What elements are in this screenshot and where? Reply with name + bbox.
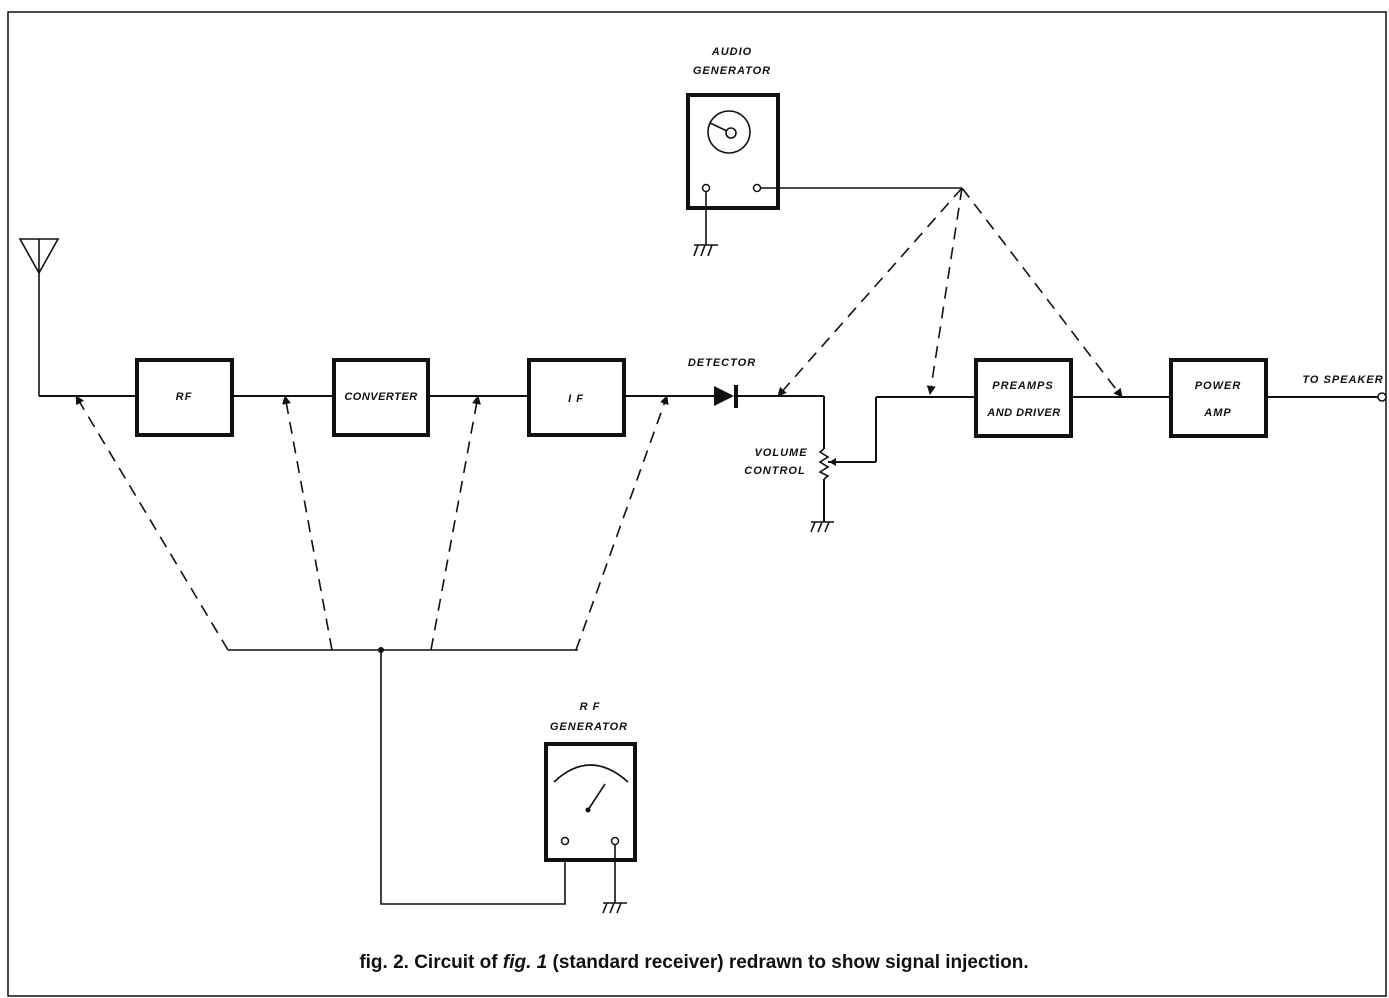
audio-generator-label-line2: GENERATOR (693, 65, 771, 77)
rf-generator-label-line1: R F (580, 701, 601, 713)
volume-control-potentiometer-icon (818, 448, 842, 480)
figure-caption: fig. 2. Circuit of fig. 1 (standard rece… (359, 952, 1028, 973)
preamps-driver-block (974, 358, 1073, 438)
audio-injection-probe (961, 187, 1123, 398)
rf-block (135, 358, 234, 437)
caption-suffix: (standard receiver) redrawn to show sign… (547, 952, 1028, 973)
rf-injection-probe (282, 395, 333, 651)
rf-generator-feed-line (380, 650, 566, 905)
preamps-label-line2: AND DRIVER (986, 407, 1060, 419)
ground-icon (810, 521, 834, 533)
audio-generator-label-line1: AUDIO (711, 46, 752, 58)
preamps-label-line1: PREAMPS (992, 380, 1053, 392)
detector-diode-icon (714, 385, 738, 408)
audio-generator (686, 93, 780, 245)
ground-icon (693, 244, 718, 257)
power-amp-block (1169, 358, 1268, 438)
if-block (527, 358, 626, 437)
ground-icon (602, 902, 627, 914)
audio-injection-probe (777, 187, 963, 397)
rf-generator (544, 742, 637, 903)
speaker-terminal-icon (1377, 392, 1387, 402)
rf-injection-probe (430, 395, 481, 651)
volume-label-line1: VOLUME (754, 447, 807, 459)
page-frame (7, 11, 1387, 997)
antenna-icon (18, 238, 60, 396)
audio-injection-probe (926, 187, 963, 395)
converter-block (332, 358, 430, 437)
caption-prefix: fig. 2. Circuit of (359, 952, 503, 973)
rf-block-label: RF (176, 391, 193, 403)
power-amp-label-line1: POWER (1195, 380, 1242, 392)
power-amp-label-line2: AMP (1203, 407, 1231, 419)
rf-generator-label-line2: GENERATOR (550, 721, 628, 733)
detector-label: DETECTOR (688, 357, 756, 369)
converter-block-label: CONVERTER (344, 391, 417, 403)
rf-injection-probe (575, 395, 669, 651)
if-block-label: I F (568, 393, 584, 405)
to-speaker-label: TO SPEAKER (1302, 374, 1383, 386)
rf-injection-probe (75, 395, 229, 651)
caption-figure-reference: fig. 1 (503, 952, 547, 973)
volume-label-line2: CONTROL (744, 465, 805, 477)
